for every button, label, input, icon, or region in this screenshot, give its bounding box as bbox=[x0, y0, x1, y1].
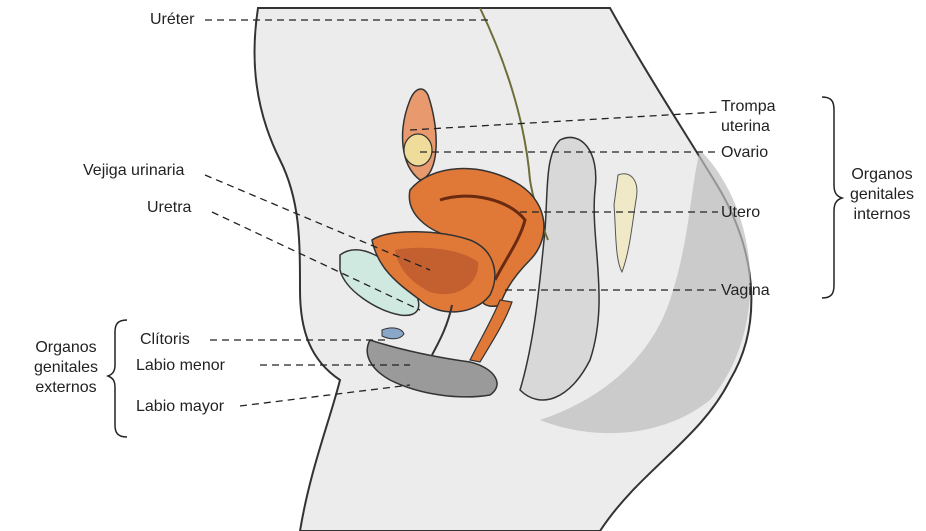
brace-externos bbox=[108, 320, 127, 437]
brace-internos bbox=[822, 97, 842, 298]
clitoris-shape bbox=[382, 328, 404, 339]
label-utero: Utero bbox=[721, 203, 760, 222]
label-ovario: Ovario bbox=[721, 143, 768, 162]
ovary bbox=[404, 134, 432, 166]
label-internos-line2: genitales bbox=[842, 185, 922, 204]
label-labio-menor: Labio menor bbox=[136, 356, 225, 375]
label-clitoris: Clítoris bbox=[140, 330, 190, 349]
label-labio-mayor: Labio mayor bbox=[136, 397, 224, 416]
label-internos-line1: Organos bbox=[842, 165, 922, 184]
label-uretra: Uretra bbox=[147, 198, 191, 217]
label-trompa-line1: Trompa bbox=[721, 97, 776, 116]
label-externos-line3: externos bbox=[24, 378, 108, 397]
label-vejiga: Vejiga urinaria bbox=[83, 161, 184, 180]
label-vagina: Vagina bbox=[721, 281, 770, 300]
label-trompa-line2: uterina bbox=[721, 117, 770, 136]
label-externos-line1: Organos bbox=[24, 338, 108, 357]
label-externos-line2: genitales bbox=[24, 358, 108, 377]
label-internos-line3: internos bbox=[842, 205, 922, 224]
label-ureter: Uréter bbox=[150, 10, 194, 29]
